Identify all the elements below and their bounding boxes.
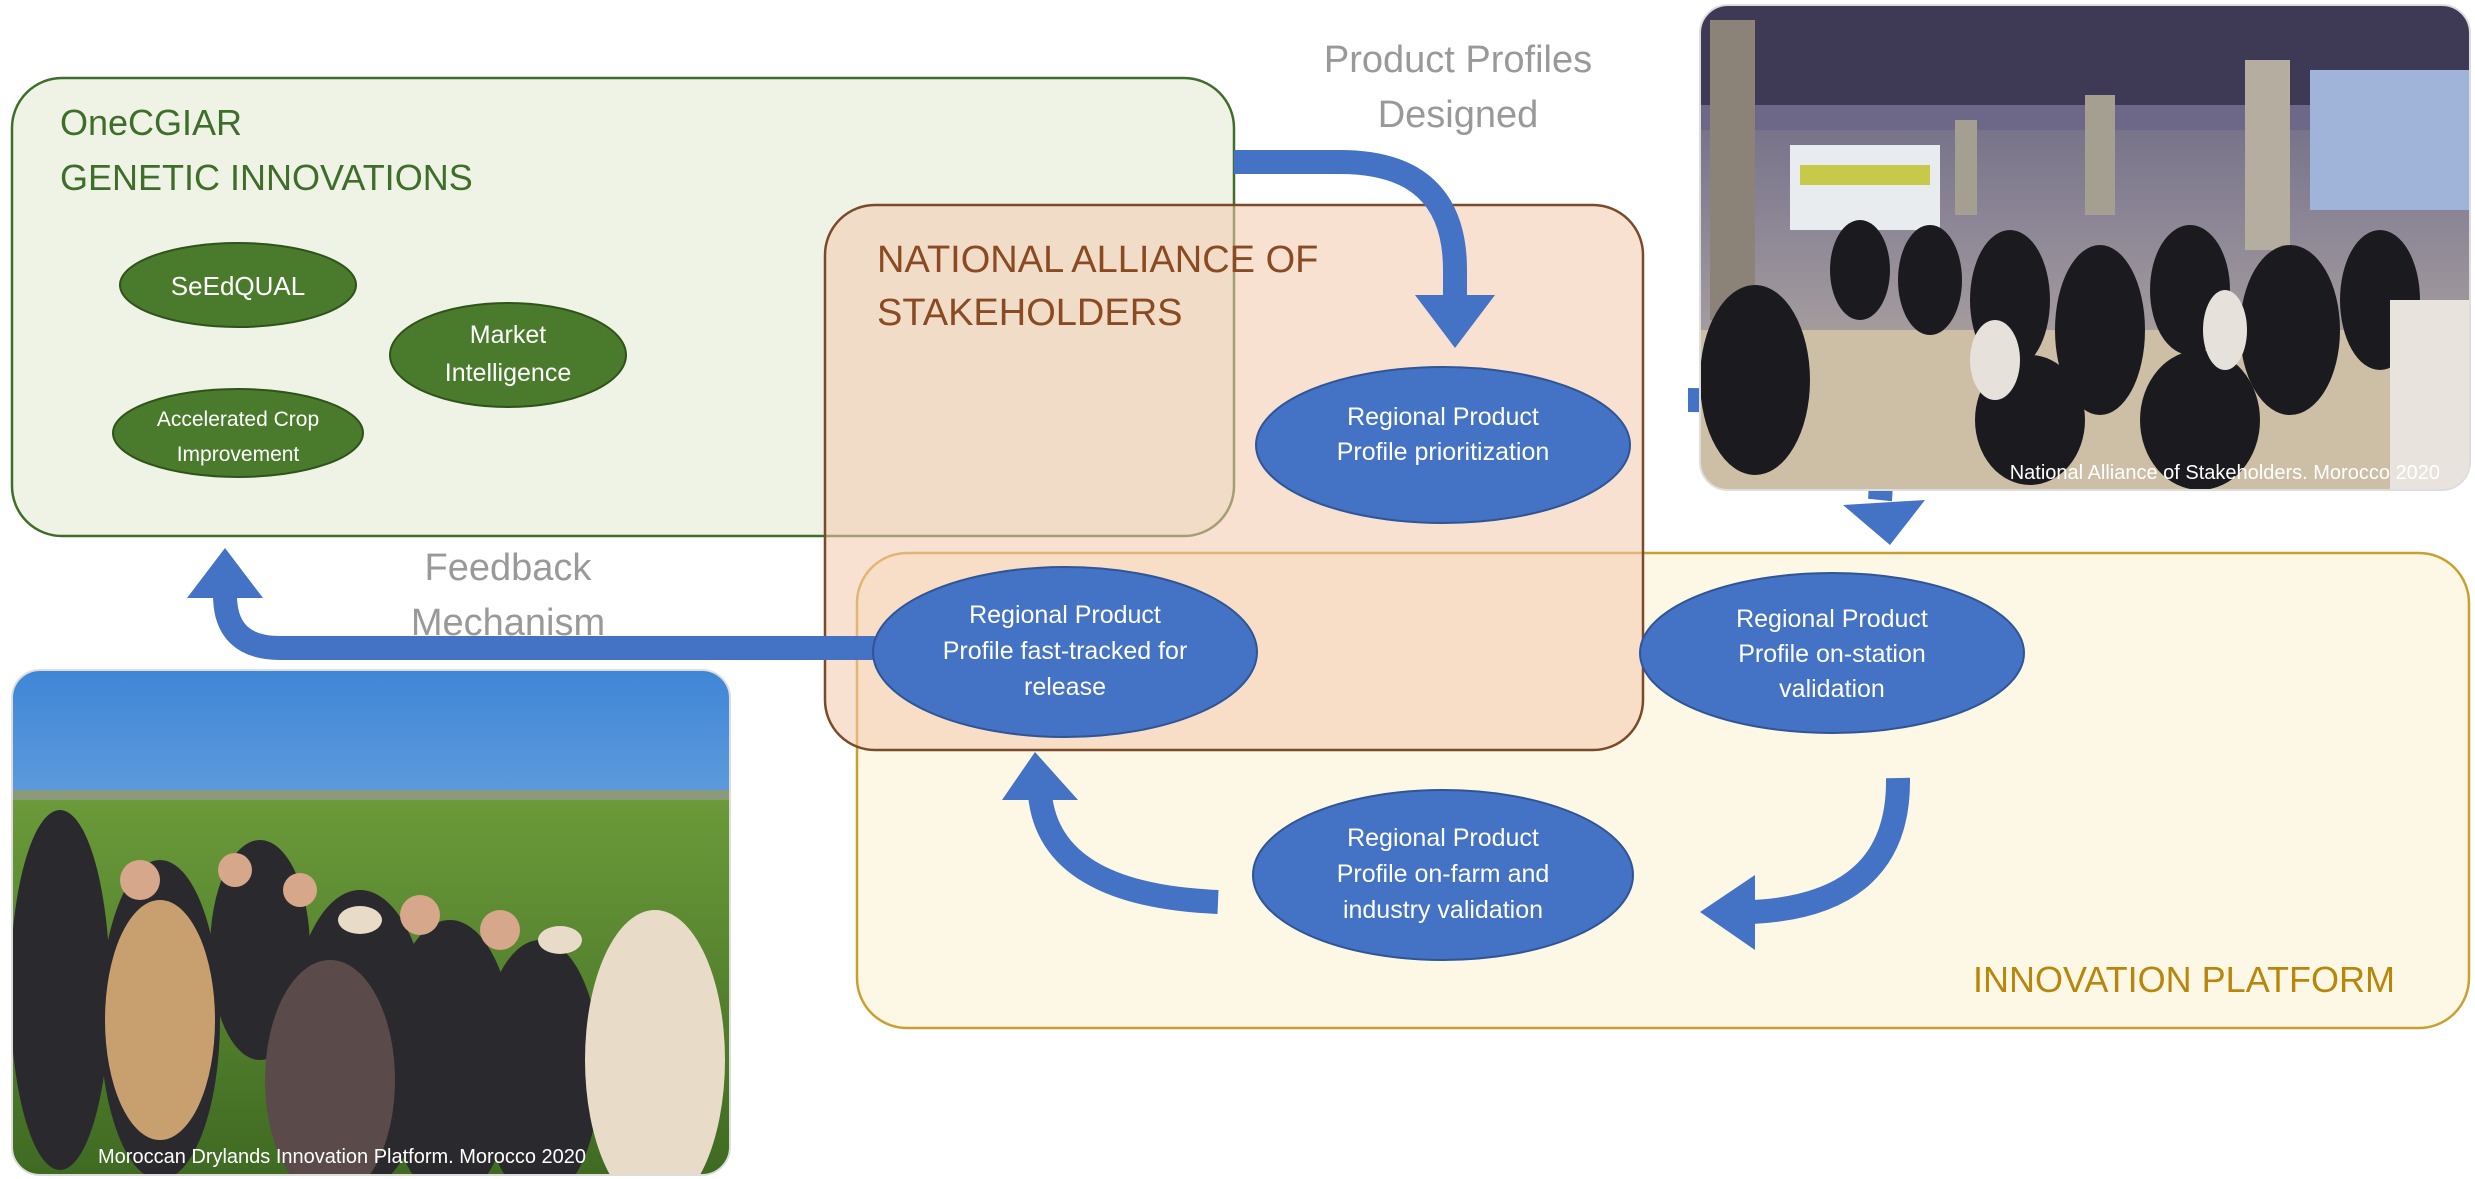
accelerated-crop-node: Accelerated Crop Improvement (112, 388, 364, 478)
fast-tracked-line2: Profile fast-tracked for (943, 637, 1188, 665)
genetic-innovations-title-line1: OneCGIAR (60, 102, 242, 143)
prioritization-line2: Profile prioritization (1337, 438, 1550, 466)
on-farm-line3: industry validation (1343, 896, 1543, 924)
designed-label-line2: Designed (1378, 94, 1539, 136)
feedback-label-line2: Mechanism (411, 602, 605, 644)
market-intelligence-node: Market Intelligence (389, 302, 627, 408)
seedqual-node: SeEdQUAL (119, 242, 357, 328)
field-photo (12, 670, 730, 1175)
national-alliance-title-line2: STAKEHOLDERS (877, 292, 1182, 334)
seedqual-label: SeEdQUAL (171, 271, 305, 301)
acc-label-line1: Accelerated Crop (157, 408, 319, 431)
fast-tracked-node: Regional Product Profile fast-tracked fo… (872, 566, 1258, 738)
field-photo-frame (11, 669, 731, 1176)
designed-arrow (1234, 150, 1495, 348)
fast-tracked-line1: Regional Product (969, 601, 1161, 629)
meeting-photo (1700, 5, 2470, 490)
designed-label-line1: Product Profiles (1324, 39, 1592, 81)
on-farm-line1: Regional Product (1347, 824, 1539, 852)
meeting-photo-frame (1699, 4, 2471, 491)
market-label-line2: Intelligence (445, 359, 571, 387)
acc-label-line2: Improvement (177, 443, 300, 466)
meeting-photo-caption: National Alliance of Stakeholders. Moroc… (2010, 462, 2440, 484)
fast-tracked-line3: release (1024, 673, 1106, 701)
national-alliance-title-line1: NATIONAL ALLIANCE OF (877, 239, 1318, 281)
feedback-arrow (187, 548, 875, 660)
market-label-line1: Market (470, 321, 546, 349)
on-farm-line2: Profile on-farm and (1337, 860, 1550, 888)
innovation-platform-title: INNOVATION PLATFORM (1973, 959, 2395, 1000)
prioritization-node: Regional Product Profile prioritization (1255, 366, 1631, 524)
on-station-line2: Profile on-station (1738, 640, 1926, 668)
on-station-line3: validation (1779, 675, 1885, 703)
farm-to-fasttrack-arrow (1002, 752, 1219, 914)
field-photo-caption: Moroccan Drylands Innovation Platform. M… (98, 1146, 586, 1168)
station-to-farm-arrow (1700, 777, 1911, 950)
on-station-node: Regional Product Profile on-station vali… (1639, 572, 2025, 734)
genetic-innovations-title-line2: GENETIC INNOVATIONS (60, 157, 473, 198)
prioritization-line1: Regional Product (1347, 403, 1539, 431)
on-station-line1: Regional Product (1736, 605, 1928, 633)
feedback-label-line1: Feedback (425, 547, 593, 589)
on-farm-node: Regional Product Profile on-farm and ind… (1252, 789, 1634, 961)
